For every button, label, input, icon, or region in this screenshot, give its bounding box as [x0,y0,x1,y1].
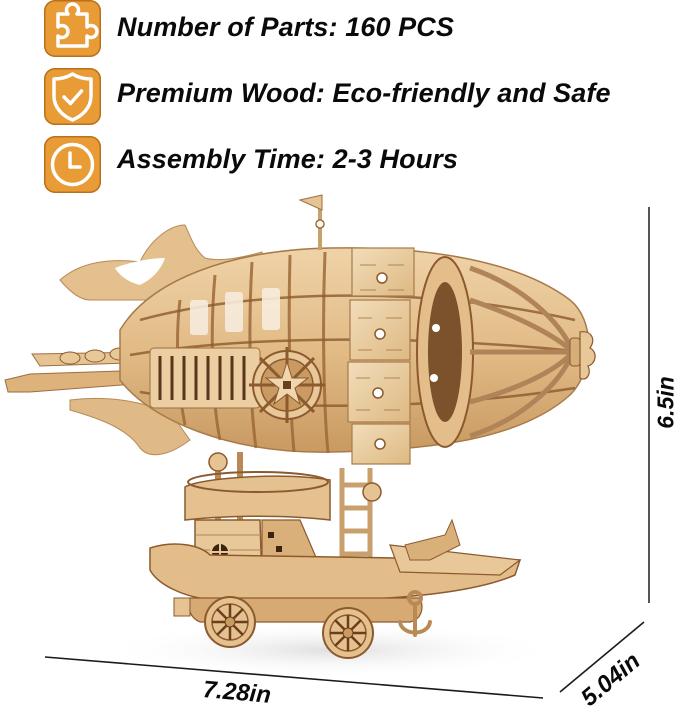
length-label: 7.28in [202,676,272,710]
height-label: 6.5in [653,369,679,437]
length-dimension-line [45,657,543,698]
